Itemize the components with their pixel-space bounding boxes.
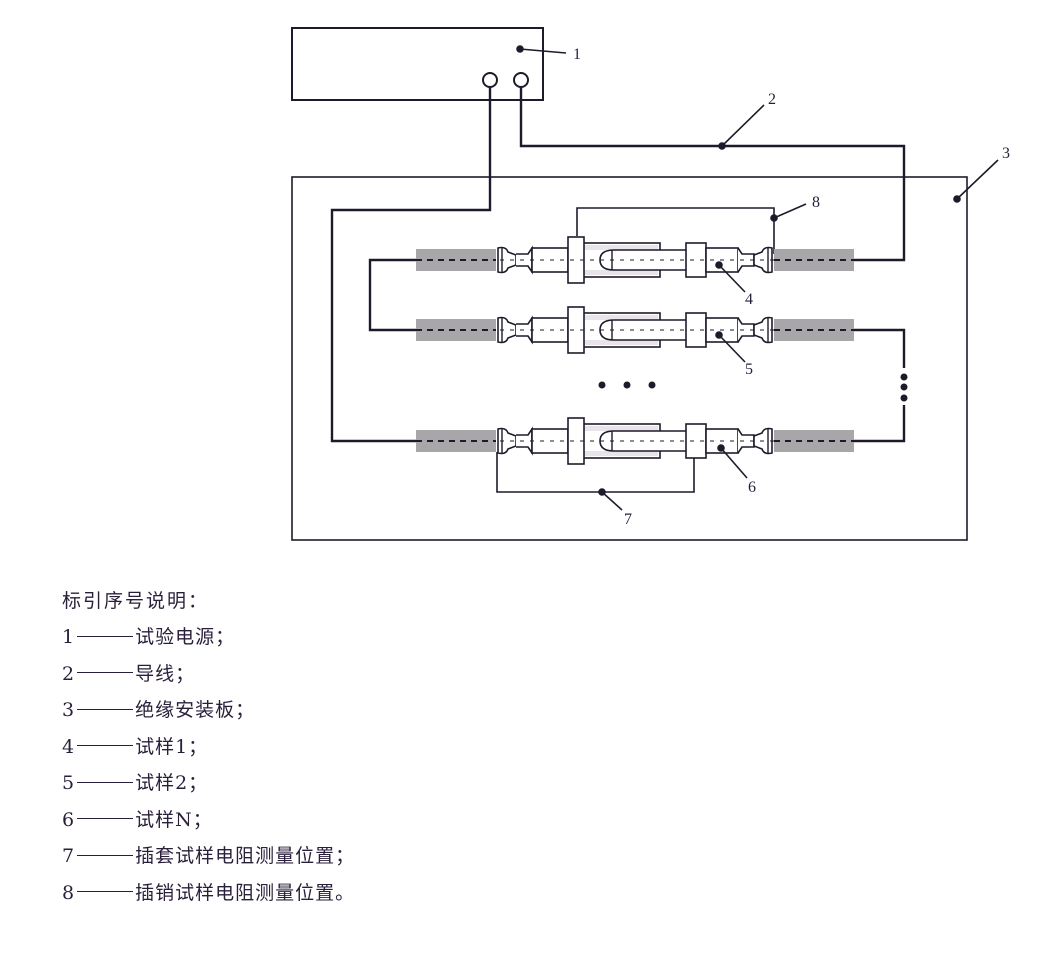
callout-8: 8 <box>812 194 820 211</box>
dash-separator <box>77 781 134 783</box>
insulating-board <box>291 176 968 541</box>
sample-2 <box>415 306 855 354</box>
dash-separator <box>77 818 134 819</box>
dash-separator <box>77 891 134 892</box>
callout-leaders <box>516 45 999 511</box>
callout-5: 5 <box>745 361 753 378</box>
dash-separator <box>77 745 134 746</box>
wires <box>330 87 906 493</box>
dash-separator <box>77 708 134 710</box>
test-power-source <box>291 27 544 101</box>
dash-separator <box>77 672 134 673</box>
terminal-right-icon <box>513 72 529 88</box>
callout-7: 7 <box>624 511 632 528</box>
sample-1 <box>415 236 855 284</box>
callout-6: 6 <box>748 479 756 496</box>
legend-title: 标引序号说明： <box>62 590 210 612</box>
callout-4: 4 <box>745 291 753 308</box>
sample-n <box>415 417 855 465</box>
wiring-diagram: 1 2 3 8 4 5 6 7 <box>291 27 1010 541</box>
terminal-left-icon <box>482 72 498 88</box>
dash-separator <box>77 854 134 856</box>
callout-2: 2 <box>768 91 776 108</box>
callout-1: 1 <box>573 46 581 63</box>
callout-3: 3 <box>1002 145 1010 162</box>
ellipsis-dots <box>598 373 908 402</box>
dash-separator <box>77 635 134 637</box>
